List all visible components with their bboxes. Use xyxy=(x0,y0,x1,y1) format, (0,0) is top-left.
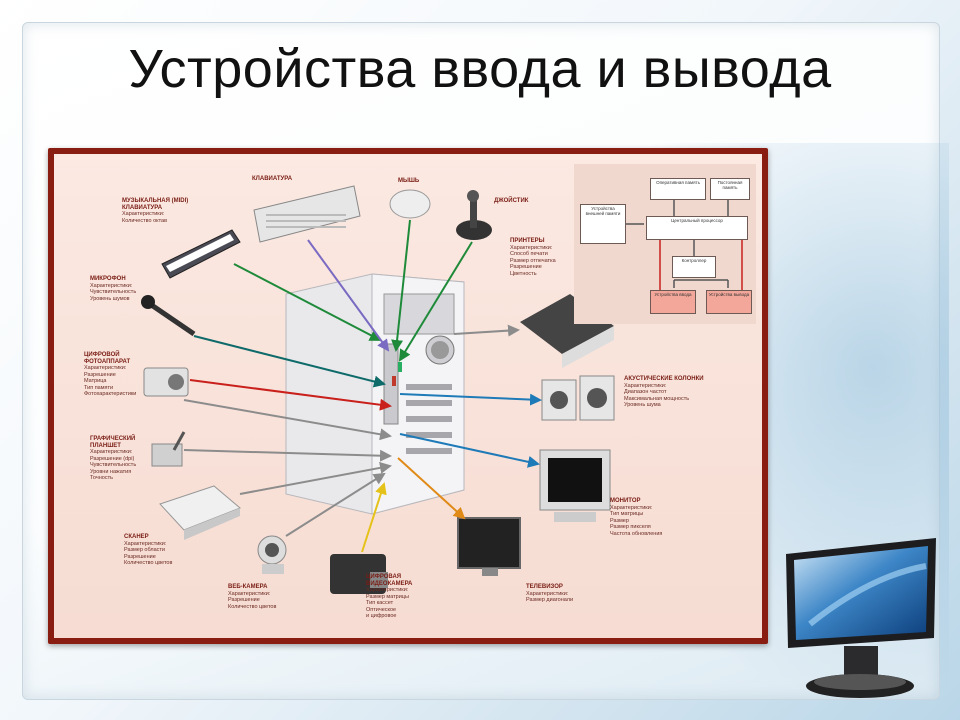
label-microphone: МИКРОФОН Характеристики: Чувствительност… xyxy=(90,276,160,302)
label-graphic-tablet: ГРАФИЧЕСКИЙ ПЛАНШЕТ Характеристики: Разр… xyxy=(90,436,154,482)
label-line: Цветность xyxy=(510,271,580,278)
label-photo-camera-title: ЦИФРОВОЙ ФОТОАППАРАТ xyxy=(84,352,154,365)
label-mouse: МЫШЬ xyxy=(398,178,419,185)
tv-device xyxy=(458,518,520,576)
label-photo-camera: ЦИФРОВОЙ ФОТОАППАРАТ Характеристики: Раз… xyxy=(84,352,154,398)
inset-internal-memory: Оперативная память xyxy=(650,178,706,200)
inset-output-devices: Устройства вывода xyxy=(706,290,752,314)
label-video-camera: ЦИФРОВАЯ ВИДЕОКАМЕРА Характеристики: Раз… xyxy=(366,574,436,620)
keyboard-device xyxy=(254,186,360,242)
label-line: Уровень шумов xyxy=(90,296,160,303)
speakers-device xyxy=(542,376,614,420)
poster-canvas: МУЗЫКАЛЬНАЯ (MIDI) КЛАВИАТУРА Характерис… xyxy=(54,154,762,638)
inset-architecture-diagram: Устройства внешней памяти Оперативная па… xyxy=(574,164,756,324)
label-webcam: ВЕБ-КАМЕРА Характеристики: Разрешение Ко… xyxy=(228,584,292,610)
scanner-device xyxy=(160,486,240,540)
label-monitor: МОНИТОР Характеристики: Тип матрицы Разм… xyxy=(610,498,690,537)
label-joystick: ДЖОЙСТИК xyxy=(494,198,528,205)
label-line: Количество октав xyxy=(122,218,202,225)
label-line: Фотохарактеристики xyxy=(84,391,154,398)
label-line: Количество цветов xyxy=(228,604,292,611)
label-video-camera-title: ЦИФРОВАЯ ВИДЕОКАМЕРА xyxy=(366,574,436,587)
label-graphic-tablet-title: ГРАФИЧЕСКИЙ ПЛАНШЕТ xyxy=(90,436,154,449)
system-unit xyxy=(286,274,464,514)
label-tv: ТЕЛЕВИЗОР Характеристики: Размер диагона… xyxy=(526,584,596,604)
inset-rom: Постоянная память xyxy=(710,178,750,200)
label-line: Размер диагонали xyxy=(526,597,596,604)
mouse-device xyxy=(390,190,430,218)
inset-controller: Контроллер xyxy=(672,256,716,278)
label-line: и цифровое xyxy=(366,613,436,620)
slide-title: Устройства ввода и вывода xyxy=(0,38,960,100)
label-line: Точность xyxy=(90,475,154,482)
device-poster: МУЗЫКАЛЬНАЯ (MIDI) КЛАВИАТУРА Характерис… xyxy=(48,148,768,644)
label-joystick-title: ДЖОЙСТИК xyxy=(494,198,528,205)
label-scanner: СКАНЕР Характеристики: Размер области Ра… xyxy=(124,534,194,567)
decorative-monitor-icon xyxy=(780,536,940,702)
label-line: Количество цветов xyxy=(124,560,194,567)
inset-external-memory: Устройства внешней памяти xyxy=(580,204,626,244)
label-music-keyboard-title: МУЗЫКАЛЬНАЯ (MIDI) КЛАВИАТУРА xyxy=(122,198,202,211)
label-speakers-title: АКУСТИЧЕСКИЕ КОЛОНКИ xyxy=(624,376,704,383)
inset-input-devices: Устройства ввода xyxy=(650,290,696,314)
midi-keyboard-device xyxy=(162,230,240,278)
label-mouse-title: МЫШЬ xyxy=(398,178,419,185)
label-music-keyboard: МУЗЫКАЛЬНАЯ (MIDI) КЛАВИАТУРА Характерис… xyxy=(122,198,202,224)
joystick-device xyxy=(456,190,492,240)
label-speakers: АКУСТИЧЕСКИЕ КОЛОНКИ Характеристики: Диа… xyxy=(624,376,704,409)
label-line: Уровень шума xyxy=(624,402,704,409)
label-keyboard-title: КЛАВИАТУРА xyxy=(252,176,292,183)
webcam-device xyxy=(258,536,286,574)
monitor-device xyxy=(540,450,610,522)
inset-cpu: Центральный процессор xyxy=(646,216,748,240)
label-line: Частота обновления xyxy=(610,531,690,538)
graphic-tablet-device xyxy=(152,432,184,466)
label-printers: ПРИНТЕРЫ Характеристики: Способ печати Р… xyxy=(510,238,580,277)
label-keyboard: КЛАВИАТУРА xyxy=(252,176,292,183)
